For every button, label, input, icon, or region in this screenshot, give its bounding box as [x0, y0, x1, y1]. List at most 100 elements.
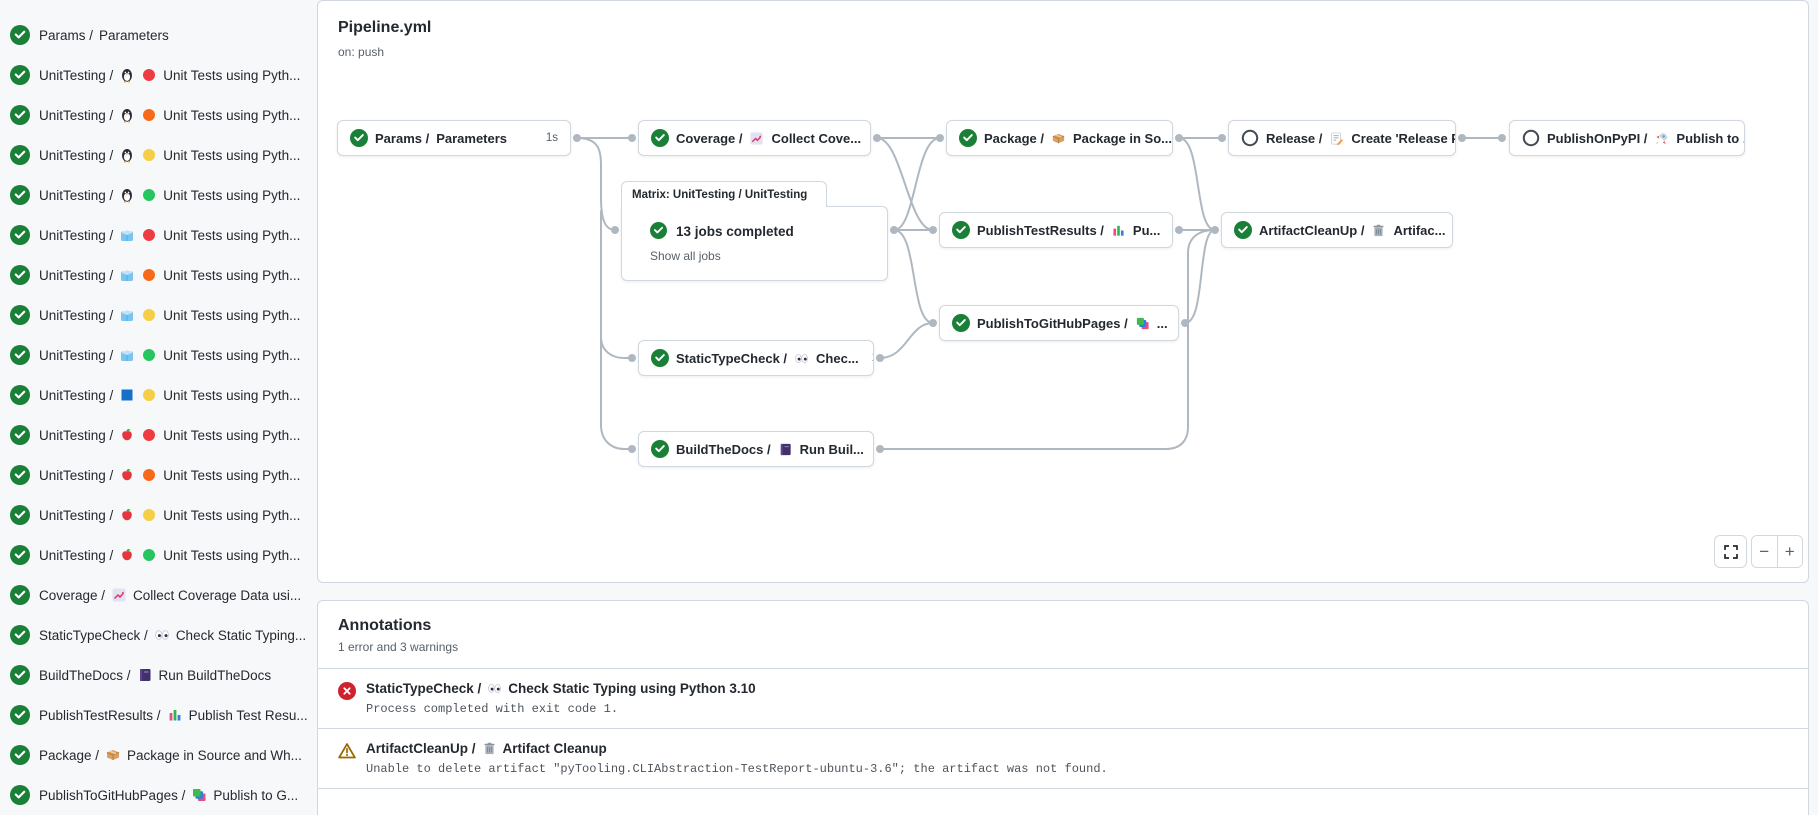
sidebar-job-item[interactable]: Package /Package in Source and Wh...	[0, 735, 310, 775]
sidebar-job-label: UnitTesting /Unit Tests using Pyth...	[39, 427, 300, 443]
sidebar-job-label: UnitTesting /Unit Tests using Pyth...	[39, 467, 300, 483]
sidebar-job-item[interactable]: UnitTesting /Unit Tests using Pyth...	[0, 535, 310, 575]
job-node-package[interactable]: Package / Package in So... 25s	[946, 120, 1173, 156]
job-name: UnitTesting /	[39, 267, 114, 283]
sidebar-job-label: UnitTesting /Unit Tests using Pyth...	[39, 147, 300, 163]
matrix-jobs-summary: 13 jobs completed	[676, 223, 794, 239]
job-step-label: Parameters	[99, 27, 169, 43]
sidebar-job-item[interactable]: PublishToGitHubPages /Publish to G...	[0, 775, 310, 815]
sidebar-job-item[interactable]: Params / Parameters	[0, 15, 310, 55]
job-duration: 17s	[1167, 224, 1172, 236]
eyes-icon	[154, 627, 170, 643]
pipeline-graph-card: Pipeline.yml on: push	[317, 0, 1809, 583]
check-circle-icon	[10, 345, 30, 365]
job-node-publish-test-results[interactable]: PublishTestResults / Pu... 17s	[939, 212, 1173, 248]
matrix-tab[interactable]: Matrix: UnitTesting / UnitTesting	[621, 181, 827, 207]
zoom-out-button[interactable]: −	[1752, 536, 1778, 567]
job-node-build-docs[interactable]: BuildTheDocs / Run Buil... 47s	[638, 431, 874, 467]
job-name: UnitTesting /	[39, 67, 114, 83]
sidebar-job-item[interactable]: UnitTesting /Unit Tests using Pyth...	[0, 255, 310, 295]
sidebar-job-item[interactable]: UnitTesting /Unit Tests using Pyth...	[0, 295, 310, 335]
check-circle-icon	[10, 545, 30, 565]
jobs-list: Params /Parameters UnitTesting /Unit Tes…	[0, 15, 310, 815]
sidebar-job-item[interactable]: UnitTesting /Unit Tests using Pyth...	[0, 495, 310, 535]
annotation-message: Process completed with exit code 1.	[366, 702, 619, 716]
check-circle-icon	[10, 745, 30, 765]
sidebar-job-item[interactable]: UnitTesting /Unit Tests using Pyth...	[0, 215, 310, 255]
sidebar-job-item[interactable]: UnitTesting /Unit Tests using Pyth...	[0, 95, 310, 135]
annotation-job-name: ArtifactCleanUp /	[366, 741, 476, 756]
job-duration: 3s	[1452, 224, 1453, 236]
job-status-icon	[1522, 129, 1540, 147]
check-circle-icon	[10, 625, 30, 645]
annotations-header: Annotations 1 error and 3 warnings	[318, 601, 1808, 668]
annotations-card: Annotations 1 error and 3 warnings Stati…	[317, 600, 1809, 815]
job-name: PublishToGitHubPages /	[977, 315, 1128, 331]
ice-cube-icon	[119, 307, 135, 323]
sidebar-job-item[interactable]: UnitTesting /Unit Tests using Pyth...	[0, 375, 310, 415]
job-name: BuildTheDocs /	[676, 441, 771, 457]
job-node-release[interactable]: Release / Create 'Release P...	[1228, 120, 1456, 156]
job-node-params[interactable]: Params / Parameters 1s	[337, 120, 571, 156]
sidebar-job-label: UnitTesting /Unit Tests using Pyth...	[39, 107, 300, 123]
sidebar-job-item[interactable]: UnitTesting /Unit Tests using Pyth...	[0, 55, 310, 95]
sidebar-job-item[interactable]: UnitTesting /Unit Tests using Pyth...	[0, 455, 310, 495]
sidebar-job-item[interactable]: UnitTesting /Unit Tests using Pyth...	[0, 135, 310, 175]
annotation-title[interactable]: StaticTypeCheck / Check Static Typing us…	[366, 681, 756, 696]
job-step-label: Unit Tests using Pyth...	[163, 387, 301, 403]
sidebar-job-item[interactable]: StaticTypeCheck /Check Static Typing...	[0, 615, 310, 655]
job-node-static-type-check[interactable]: StaticTypeCheck / Chec... 13s	[638, 340, 874, 376]
package-icon	[1051, 131, 1066, 146]
layers-icon	[191, 787, 207, 803]
sidebar-job-label: UnitTesting /Unit Tests using Pyth...	[39, 347, 300, 363]
sidebar-job-item[interactable]: UnitTesting /Unit Tests using Pyth...	[0, 175, 310, 215]
job-node-publish-gh-pages[interactable]: PublishToGitHubPages / ... 13s	[939, 305, 1179, 341]
job-name: Params /	[39, 27, 94, 43]
job-step-label: Chec...	[816, 350, 859, 366]
zoom-in-button[interactable]: +	[1777, 536, 1802, 567]
job-node-publish-pypi[interactable]: PublishOnPyPI / Publish to ...	[1509, 120, 1745, 156]
job-name: BuildTheDocs /	[39, 667, 131, 683]
job-status-icon	[651, 129, 669, 147]
trash-icon	[482, 741, 497, 756]
sidebar-job-item[interactable]: PublishTestResults /Publish Test Resu...	[0, 695, 310, 735]
sidebar-job-label: StaticTypeCheck /Check Static Typing...	[39, 627, 306, 643]
job-step-label: Unit Tests using Pyth...	[163, 187, 301, 203]
sidebar-job-item[interactable]: UnitTesting /Unit Tests using Pyth...	[0, 335, 310, 375]
warning-icon	[338, 742, 356, 760]
job-name: UnitTesting /	[39, 227, 114, 243]
sidebar-job-item[interactable]: UnitTesting /Unit Tests using Pyth...	[0, 415, 310, 455]
dot-orange-icon	[141, 467, 157, 483]
annotation-row	[318, 788, 1808, 815]
job-step-label: Unit Tests using Pyth...	[163, 427, 301, 443]
job-step-label: Check Static Typing...	[175, 627, 307, 643]
job-name: ArtifactCleanUp /	[1259, 222, 1365, 238]
job-step-label: Collect Coverage Data usi...	[133, 587, 302, 603]
show-all-jobs-link[interactable]: Show all jobs	[650, 249, 721, 263]
sidebar-job-label: UnitTesting /Unit Tests using Pyth...	[39, 267, 300, 283]
job-step-label: Run BuildTheDocs	[158, 667, 272, 683]
job-step-label: Parameters	[436, 130, 508, 146]
sidebar-job-item[interactable]: Coverage /Collect Coverage Data usi...	[0, 575, 310, 615]
job-name: StaticTypeCheck /	[676, 350, 788, 366]
dot-orange-icon	[141, 107, 157, 123]
layers-icon	[1135, 316, 1150, 331]
sidebar-job-label: UnitTesting /Unit Tests using Pyth...	[39, 387, 300, 403]
job-node-coverage[interactable]: Coverage / Collect Cove... 25s	[638, 120, 871, 156]
ice-cube-icon	[119, 347, 135, 363]
annotations-title: Annotations	[338, 617, 432, 634]
job-name: UnitTesting /	[39, 547, 114, 563]
annotation-title[interactable]: ArtifactCleanUp / Artifact Cleanup	[366, 741, 1108, 756]
check-circle-icon	[10, 145, 30, 165]
job-node-artifact-cleanup[interactable]: ArtifactCleanUp / Artifac... 3s	[1221, 212, 1453, 248]
sidebar-job-item[interactable]: BuildTheDocs / Run BuildTheDocs	[0, 655, 310, 695]
dot-orange-icon	[141, 267, 157, 283]
job-step-label: Pu...	[1132, 222, 1161, 238]
check-circle-icon	[10, 225, 30, 245]
matrix-card[interactable]: 13 jobs completed Show all jobs	[621, 206, 888, 281]
fullscreen-button[interactable]	[1714, 535, 1747, 568]
job-duration: 13s	[866, 352, 873, 364]
check-circle-icon	[10, 65, 30, 85]
bar-chart-icon	[167, 707, 183, 723]
job-name: PublishOnPyPI /	[1547, 130, 1648, 146]
